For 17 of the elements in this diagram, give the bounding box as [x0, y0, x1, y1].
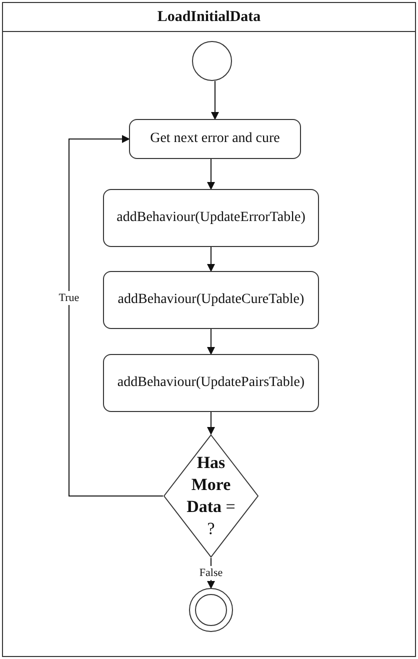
- arrow: [211, 80, 219, 120]
- arrow: [207, 246, 215, 272]
- final-state-circle: [189, 588, 233, 632]
- activity-box: Get next error and cure: [129, 119, 301, 159]
- arrow: [207, 158, 215, 190]
- initial-state-circle: [192, 41, 232, 81]
- arrow: [68, 135, 164, 496]
- activity-box: addBehaviour(UpdateCureTable): [103, 271, 319, 329]
- decision-text: Has More Data = ?: [186, 452, 236, 540]
- decision-diamond: [163, 434, 259, 558]
- activity-box: addBehaviour(UpdatePairsTable): [103, 354, 319, 412]
- arrow: [207, 412, 215, 435]
- diagram-title: LoadInitialData: [157, 8, 261, 26]
- activity-box: addBehaviour(UpdateErrorTable): [103, 189, 319, 247]
- arrow: [207, 328, 215, 355]
- edge-label: True: [56, 290, 82, 304]
- edge-label: False: [197, 566, 225, 580]
